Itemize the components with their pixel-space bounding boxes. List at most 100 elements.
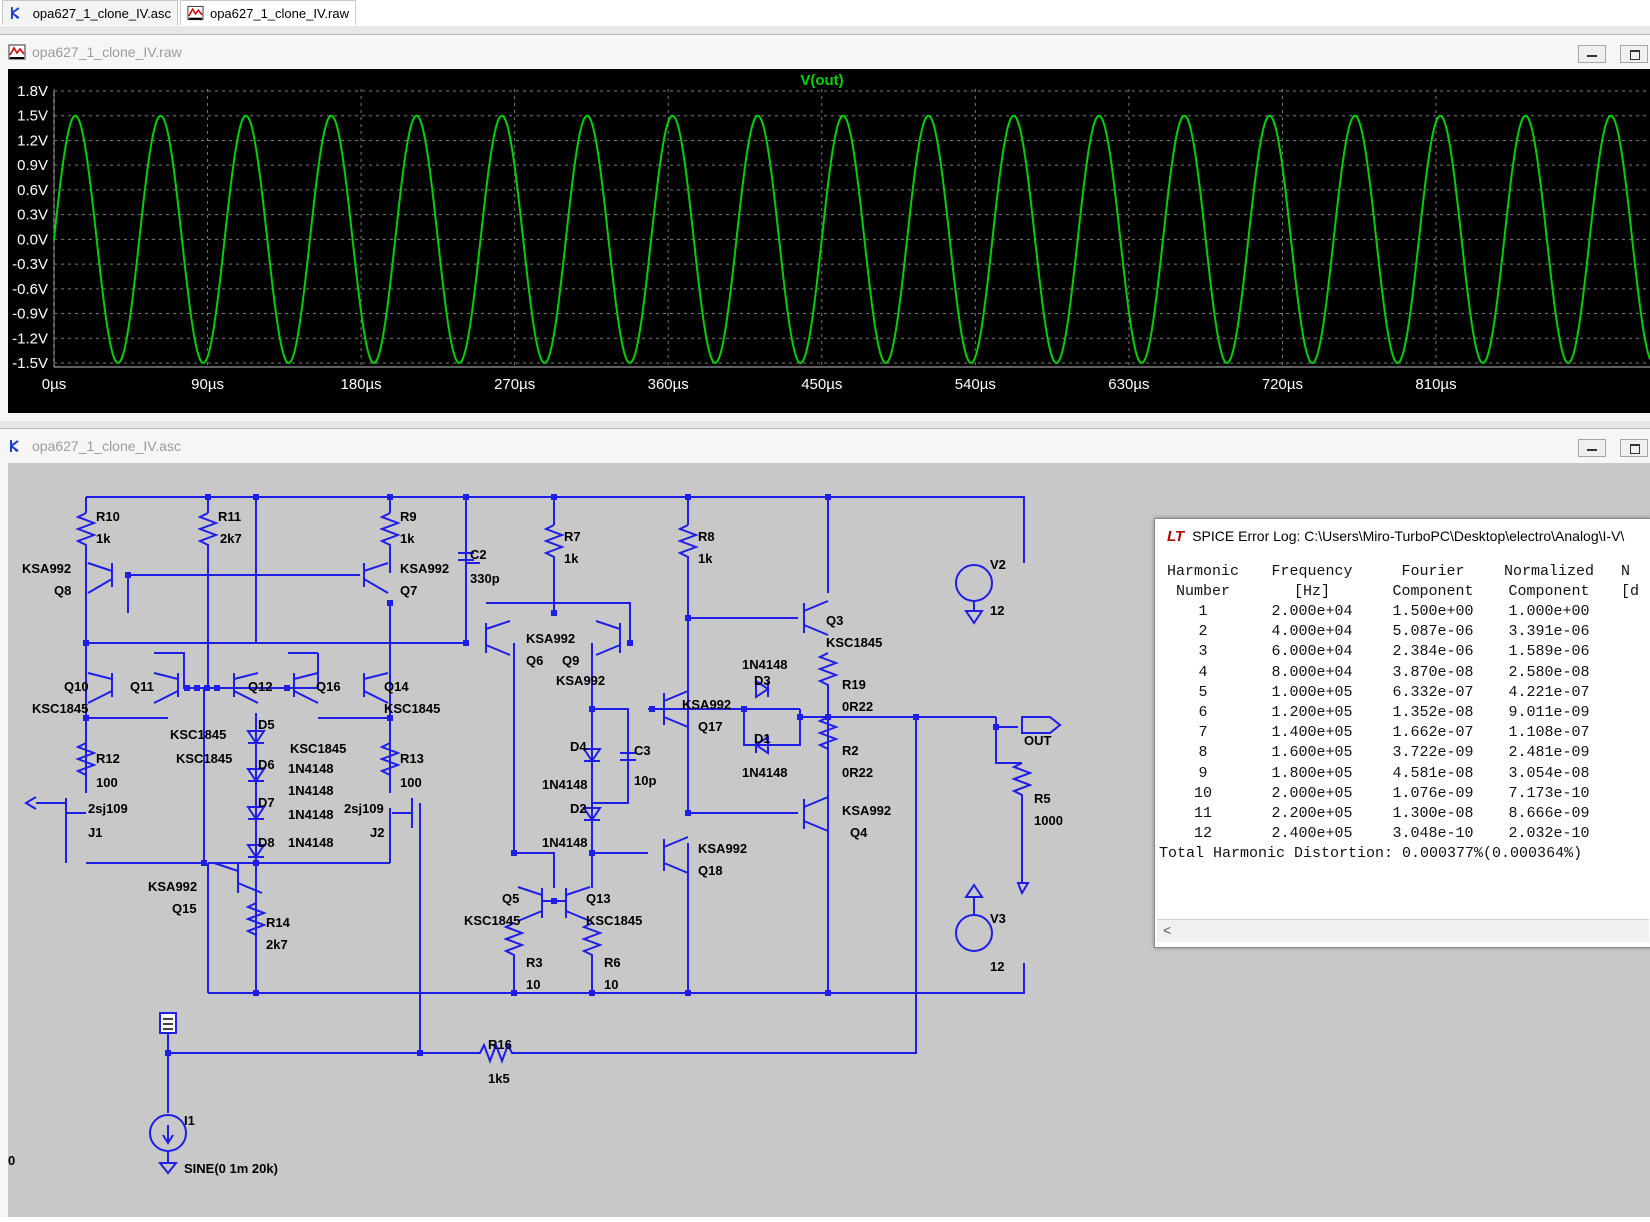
- schematic-label: D2: [570, 801, 587, 816]
- log-cell: Component: [1508, 583, 1590, 600]
- transistor-q3: [803, 600, 829, 636]
- schematic-label: KSA992: [400, 561, 449, 576]
- log-cell: 2.000e+04: [1271, 603, 1353, 620]
- log-cell: Fourier: [1401, 563, 1465, 580]
- y-tick-label: 0.9V: [17, 157, 48, 174]
- log-cell: 5.087e-06: [1392, 623, 1474, 641]
- log-cell: 4.221e-07: [1508, 683, 1590, 701]
- ground-signal-symbol: [159, 1012, 177, 1034]
- x-tick-label: 450µs: [801, 376, 842, 393]
- log-cell: 11: [1193, 805, 1212, 822]
- horizontal-scrollbar[interactable]: <: [1157, 919, 1649, 942]
- maximize-button[interactable]: [1620, 45, 1648, 63]
- log-cell: Component: [1392, 583, 1474, 600]
- log-cell: 3: [1198, 643, 1208, 661]
- y-tick-label: -0.6V: [12, 281, 48, 298]
- schematic-label: KSC1845: [586, 913, 642, 928]
- waveform-window-titlebar[interactable]: opa627_1_clone_IV.raw: [0, 35, 1650, 69]
- trace-title[interactable]: V(out): [800, 72, 843, 89]
- schematic-label: 10: [526, 977, 540, 992]
- log-cell: 2.384e-06: [1392, 643, 1474, 661]
- log-cell: 6.000e+04: [1271, 643, 1353, 661]
- x-tick-label: 360µs: [648, 376, 689, 393]
- minimize-button[interactable]: [1578, 45, 1606, 63]
- log-cell: 3.870e-08: [1392, 663, 1474, 681]
- schematic-label: 1k: [698, 551, 713, 566]
- spice-error-log-window[interactable]: LT SPICE Error Log: C:\Users\Miro-TurboP…: [1154, 518, 1650, 948]
- log-cell: 1.352e-08: [1392, 704, 1474, 721]
- schematic-label: R8: [698, 529, 715, 544]
- schematic-label: KSA992: [22, 561, 71, 576]
- schematic-label: 12: [990, 959, 1004, 974]
- transistor-q16: [293, 672, 319, 704]
- log-cell: 2.200e+05: [1271, 805, 1353, 822]
- log-cell: 9: [1198, 764, 1208, 782]
- schematic-label: V2: [990, 557, 1006, 572]
- tab-label: opa627_1_clone_IV.asc: [32, 5, 171, 21]
- x-tick-label: 90µs: [191, 376, 224, 393]
- maximize-button[interactable]: [1620, 439, 1648, 457]
- schematic-label: Q3: [826, 613, 843, 628]
- jfet-j2: [392, 798, 413, 828]
- window-title: opa627_1_clone_IV.raw: [32, 44, 182, 60]
- log-cell: 1.600e+05: [1271, 744, 1353, 762]
- resistor-r6: [581, 922, 603, 993]
- schematic-label: 12: [990, 603, 1004, 618]
- y-tick-label: -1.2V: [12, 330, 48, 347]
- schematic-label: R3: [526, 955, 543, 970]
- schematic-label: R19: [842, 677, 866, 692]
- trace-layer: [53, 114, 1650, 365]
- transistor-q6: [485, 620, 511, 656]
- log-cell: 12: [1193, 825, 1212, 843]
- diode-d1: [754, 735, 769, 755]
- schematic-label: KSA992: [526, 631, 575, 646]
- tab-waveform[interactable]: opa627_1_clone_IV.raw: [180, 0, 356, 25]
- minimize-button[interactable]: [1578, 439, 1606, 457]
- schematic-label: 2sj109: [88, 801, 128, 816]
- schematic-label: D8: [258, 835, 275, 850]
- schematic-label: R9: [400, 509, 417, 524]
- thd-line: Total Harmonic Distortion: 0.000377%(0.0…: [1159, 845, 1583, 863]
- log-cell: 4: [1198, 663, 1208, 681]
- schematic-label: 1000: [1034, 813, 1063, 828]
- schematic-label: 1N4148: [542, 835, 588, 850]
- junction-dots: [83, 494, 999, 1056]
- schematic-label: R14: [266, 915, 291, 930]
- tab-schematic[interactable]: opa627_1_clone_IV.asc: [2, 0, 178, 25]
- waveform-chart: 1.8V1.5V1.2V0.9V0.6V0.3V0.0V-0.3V-0.6V-0…: [12, 72, 1650, 393]
- schematic-label: 2k7: [266, 937, 288, 952]
- schematic-window-titlebar[interactable]: opa627_1_clone_IV.asc: [0, 429, 1650, 463]
- schematic-label: 2k7: [220, 531, 242, 546]
- schematic-label: 10: [604, 977, 618, 992]
- scroll-left-arrow-icon[interactable]: <: [1163, 922, 1172, 938]
- log-cell: 10: [1193, 784, 1212, 802]
- log-cell: 4.581e-08: [1392, 764, 1474, 782]
- log-cell: 1.400e+05: [1271, 724, 1353, 742]
- schematic-label: SINE(0 1m 20k): [184, 1161, 278, 1176]
- schematic-label: Q12: [248, 679, 273, 694]
- schematic-label: 2sj109: [344, 801, 384, 816]
- error-log-titlebar[interactable]: LT SPICE Error Log: C:\Users\Miro-TurboP…: [1155, 519, 1650, 553]
- schematic-label: D5: [258, 717, 275, 732]
- schematic-label: Q9: [562, 653, 579, 668]
- schematic-label: 1N4148: [288, 835, 334, 850]
- schematic-label: KSA992: [842, 803, 891, 818]
- schematic-label: KSC1845: [290, 741, 346, 756]
- y-axis-ticks: 1.8V1.5V1.2V0.9V0.6V0.3V0.0V-0.3V-0.6V-0…: [12, 83, 48, 372]
- log-cell: 1.800e+05: [1271, 764, 1353, 782]
- transistor-q11: [153, 672, 179, 704]
- schematic-label: V3: [990, 911, 1006, 926]
- transistor-q12: [233, 672, 259, 704]
- schematic-label: R5: [1034, 791, 1051, 806]
- capacitor-c3: [620, 752, 636, 761]
- schematic-label: Q16: [316, 679, 341, 694]
- transistor-q8: [87, 562, 113, 594]
- trace-v-out[interactable]: [53, 114, 1650, 365]
- schematic-label: 0R22: [842, 699, 873, 714]
- log-cell: 1.500e+00: [1392, 603, 1474, 620]
- log-cell: Frequency: [1271, 563, 1353, 580]
- y-tick-label: 1.8V: [17, 83, 48, 100]
